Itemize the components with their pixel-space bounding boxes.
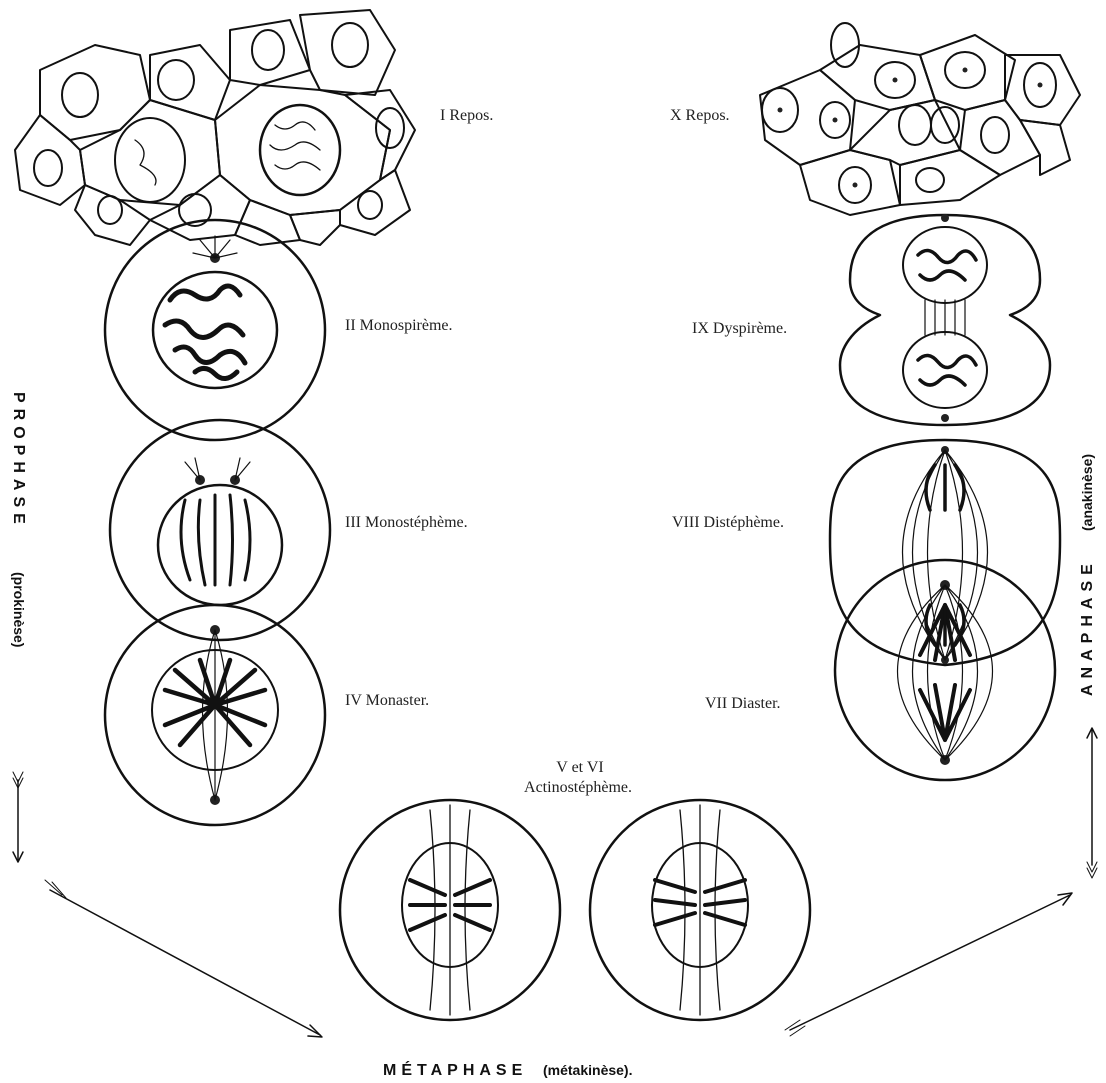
label-stage-5-6-name: Actinostéphème. xyxy=(524,779,632,796)
label-metaphase: MÉTAPHASE xyxy=(383,1060,527,1079)
label-stage-5-6-numerals: V et VI xyxy=(556,759,603,776)
figure-monostepheme xyxy=(110,420,330,640)
arrow-anaphase-up xyxy=(1087,728,1097,878)
label-anaphase: ANAPHASE xyxy=(1079,558,1096,696)
label-stage-1: I Repos. xyxy=(440,107,493,124)
arrow-metaphase-to-anaphase xyxy=(785,893,1072,1036)
label-stage-8: VIII Distéphème. xyxy=(672,514,784,531)
arrow-prophase-to-metaphase xyxy=(45,880,322,1037)
label-stage-3: III Monostéphème. xyxy=(345,514,468,531)
label-metaphase-sub: (métakinèse). xyxy=(543,1062,632,1078)
figure-dyspireme xyxy=(840,214,1050,425)
label-anaphase-sub: (anakinèse) xyxy=(1079,454,1095,531)
label-stage-9: IX Dyspirème. xyxy=(692,320,787,337)
figure-monaster xyxy=(105,605,325,825)
label-stage-4: IV Monaster. xyxy=(345,692,429,709)
label-stage-7: VII Diaster. xyxy=(705,695,781,712)
label-prophase-sub: (prokinèse) xyxy=(11,572,27,647)
label-stage-2: II Monospirème. xyxy=(345,317,453,334)
figure-actinostepheme-right xyxy=(590,800,810,1020)
figure-diaster xyxy=(835,560,1055,780)
figure-actinostepheme-left xyxy=(340,800,560,1020)
arrow-prophase-down xyxy=(13,772,23,862)
figure-monospireme xyxy=(105,220,325,440)
label-stage-10: X Repos. xyxy=(670,107,730,124)
figure-repos-tissue-right xyxy=(760,23,1080,215)
figure-repos-tissue-left xyxy=(15,10,415,245)
figure-distepheme xyxy=(830,440,1060,665)
label-prophase: PROPHASE xyxy=(10,392,27,530)
